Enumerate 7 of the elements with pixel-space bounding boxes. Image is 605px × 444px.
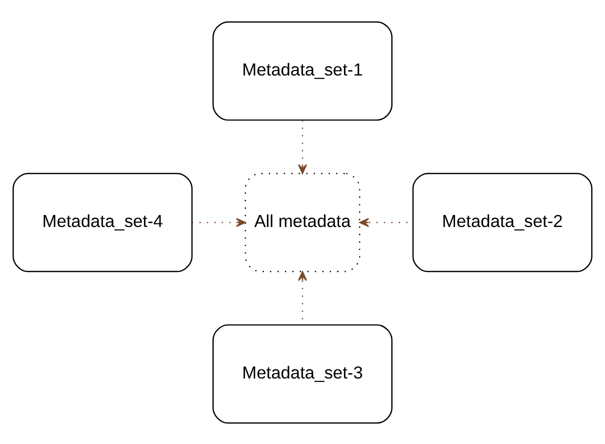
arrow — [192, 217, 246, 227]
node-box: Metadata_set-3 — [212, 324, 393, 424]
node-box: Metadata_set-4 — [12, 172, 193, 272]
node-box: Metadata_set-2 — [412, 172, 592, 272]
node-box: All metadata — [244, 172, 360, 272]
arrow — [298, 120, 308, 174]
node-box: Metadata_set-1 — [212, 20, 393, 120]
